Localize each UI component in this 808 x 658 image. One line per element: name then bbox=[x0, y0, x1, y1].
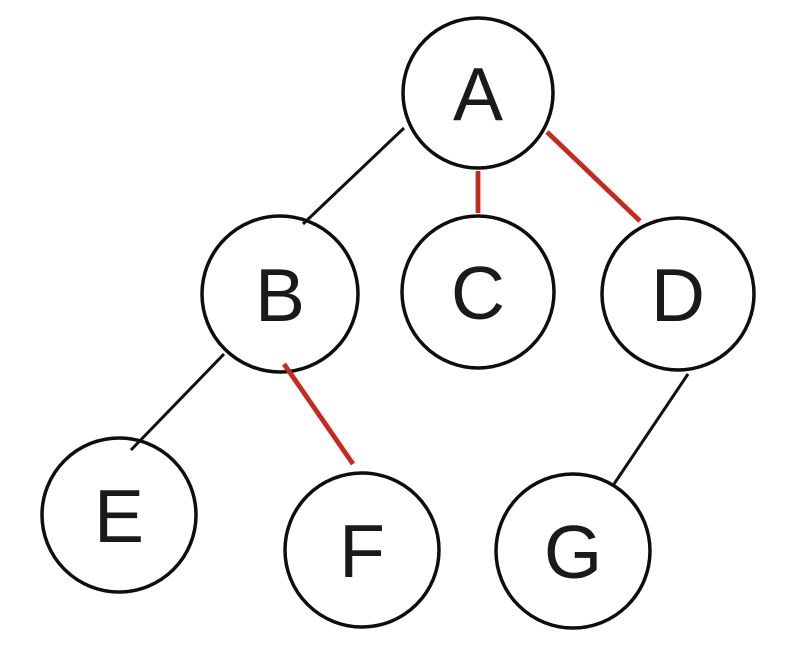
edge-a-b bbox=[301, 126, 406, 226]
edge-b-e bbox=[129, 352, 226, 452]
nodes-layer bbox=[40, 16, 756, 630]
node-f-label: F bbox=[339, 509, 385, 593]
node-f bbox=[283, 471, 441, 629]
node-a-label: A bbox=[453, 52, 503, 136]
edges-layer bbox=[129, 126, 690, 485]
node-d-label: D bbox=[651, 253, 705, 337]
labels-layer: A B C D E F G bbox=[94, 52, 705, 594]
node-e-label: E bbox=[94, 474, 144, 558]
edge-d-g bbox=[612, 373, 690, 485]
node-a bbox=[401, 16, 555, 170]
node-d bbox=[600, 216, 756, 372]
edge-a-d-highlighted bbox=[545, 130, 642, 223]
node-c-label: C bbox=[451, 251, 505, 335]
node-e bbox=[40, 436, 198, 594]
node-b-label: B bbox=[255, 253, 305, 337]
edge-b-f-highlighted bbox=[282, 362, 355, 466]
node-g-label: G bbox=[544, 510, 602, 594]
node-c bbox=[400, 214, 556, 370]
node-b bbox=[200, 214, 360, 374]
node-g bbox=[494, 472, 652, 630]
